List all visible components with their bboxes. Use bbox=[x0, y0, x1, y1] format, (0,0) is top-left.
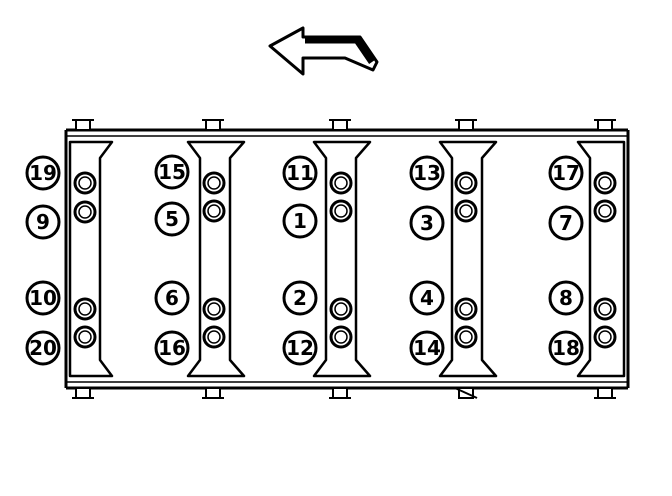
bolt-col-1 bbox=[73, 171, 97, 349]
callout: 4 bbox=[409, 280, 445, 316]
bearing-cap-2 bbox=[186, 140, 246, 378]
callout: 15 bbox=[154, 154, 190, 190]
callout-label: 10 bbox=[29, 286, 57, 310]
callout-label: 20 bbox=[29, 336, 57, 360]
callout-label: 14 bbox=[413, 336, 441, 360]
callout-label: 16 bbox=[158, 336, 186, 360]
stud-row-bottom bbox=[72, 387, 616, 399]
callout: 10 bbox=[25, 280, 61, 316]
callout: 8 bbox=[548, 280, 584, 316]
callout: 17 bbox=[548, 155, 584, 191]
callout-label: 6 bbox=[165, 286, 179, 310]
sequence-callouts: 19 9 10 20 15 5 6 16 bbox=[25, 154, 584, 366]
callout-label: 19 bbox=[29, 161, 57, 185]
callout-label: 15 bbox=[158, 160, 186, 184]
callout: 11 bbox=[282, 155, 318, 191]
callout: 7 bbox=[548, 205, 584, 241]
callout-label: 8 bbox=[559, 286, 573, 310]
callout: 19 bbox=[25, 155, 61, 191]
callout-label: 12 bbox=[286, 336, 314, 360]
callout: 5 bbox=[154, 201, 190, 237]
arrow-left-icon bbox=[268, 26, 379, 76]
callout: 13 bbox=[409, 155, 445, 191]
callout: 9 bbox=[25, 204, 61, 240]
callout-label: 9 bbox=[36, 210, 50, 234]
callout-label: 3 bbox=[420, 211, 434, 235]
callout: 2 bbox=[282, 280, 318, 316]
callout: 3 bbox=[409, 205, 445, 241]
bolt-col-2 bbox=[202, 171, 226, 349]
callout: 20 bbox=[25, 330, 61, 366]
bolt-col-4 bbox=[454, 171, 478, 349]
stud-row-top bbox=[72, 119, 616, 131]
callout-label: 7 bbox=[559, 211, 573, 235]
bolt-heads bbox=[73, 171, 617, 349]
callout: 14 bbox=[409, 330, 445, 366]
bearing-cap-4 bbox=[438, 140, 498, 378]
callout: 16 bbox=[154, 330, 190, 366]
callout-label: 2 bbox=[293, 286, 307, 310]
bearing-cap-3 bbox=[312, 140, 372, 378]
callout-label: 18 bbox=[552, 336, 580, 360]
callout: 6 bbox=[154, 280, 190, 316]
callout: 18 bbox=[548, 330, 584, 366]
callout-label: 11 bbox=[286, 161, 314, 185]
callout-label: 1 bbox=[293, 209, 307, 233]
bolt-col-3 bbox=[329, 171, 353, 349]
callout-label: 17 bbox=[552, 161, 580, 185]
callout: 1 bbox=[282, 203, 318, 239]
callout-label: 13 bbox=[413, 161, 441, 185]
callout-label: 5 bbox=[165, 207, 179, 231]
callout-label: 4 bbox=[420, 286, 434, 310]
bolt-col-5 bbox=[593, 171, 617, 349]
callout: 12 bbox=[282, 330, 318, 366]
